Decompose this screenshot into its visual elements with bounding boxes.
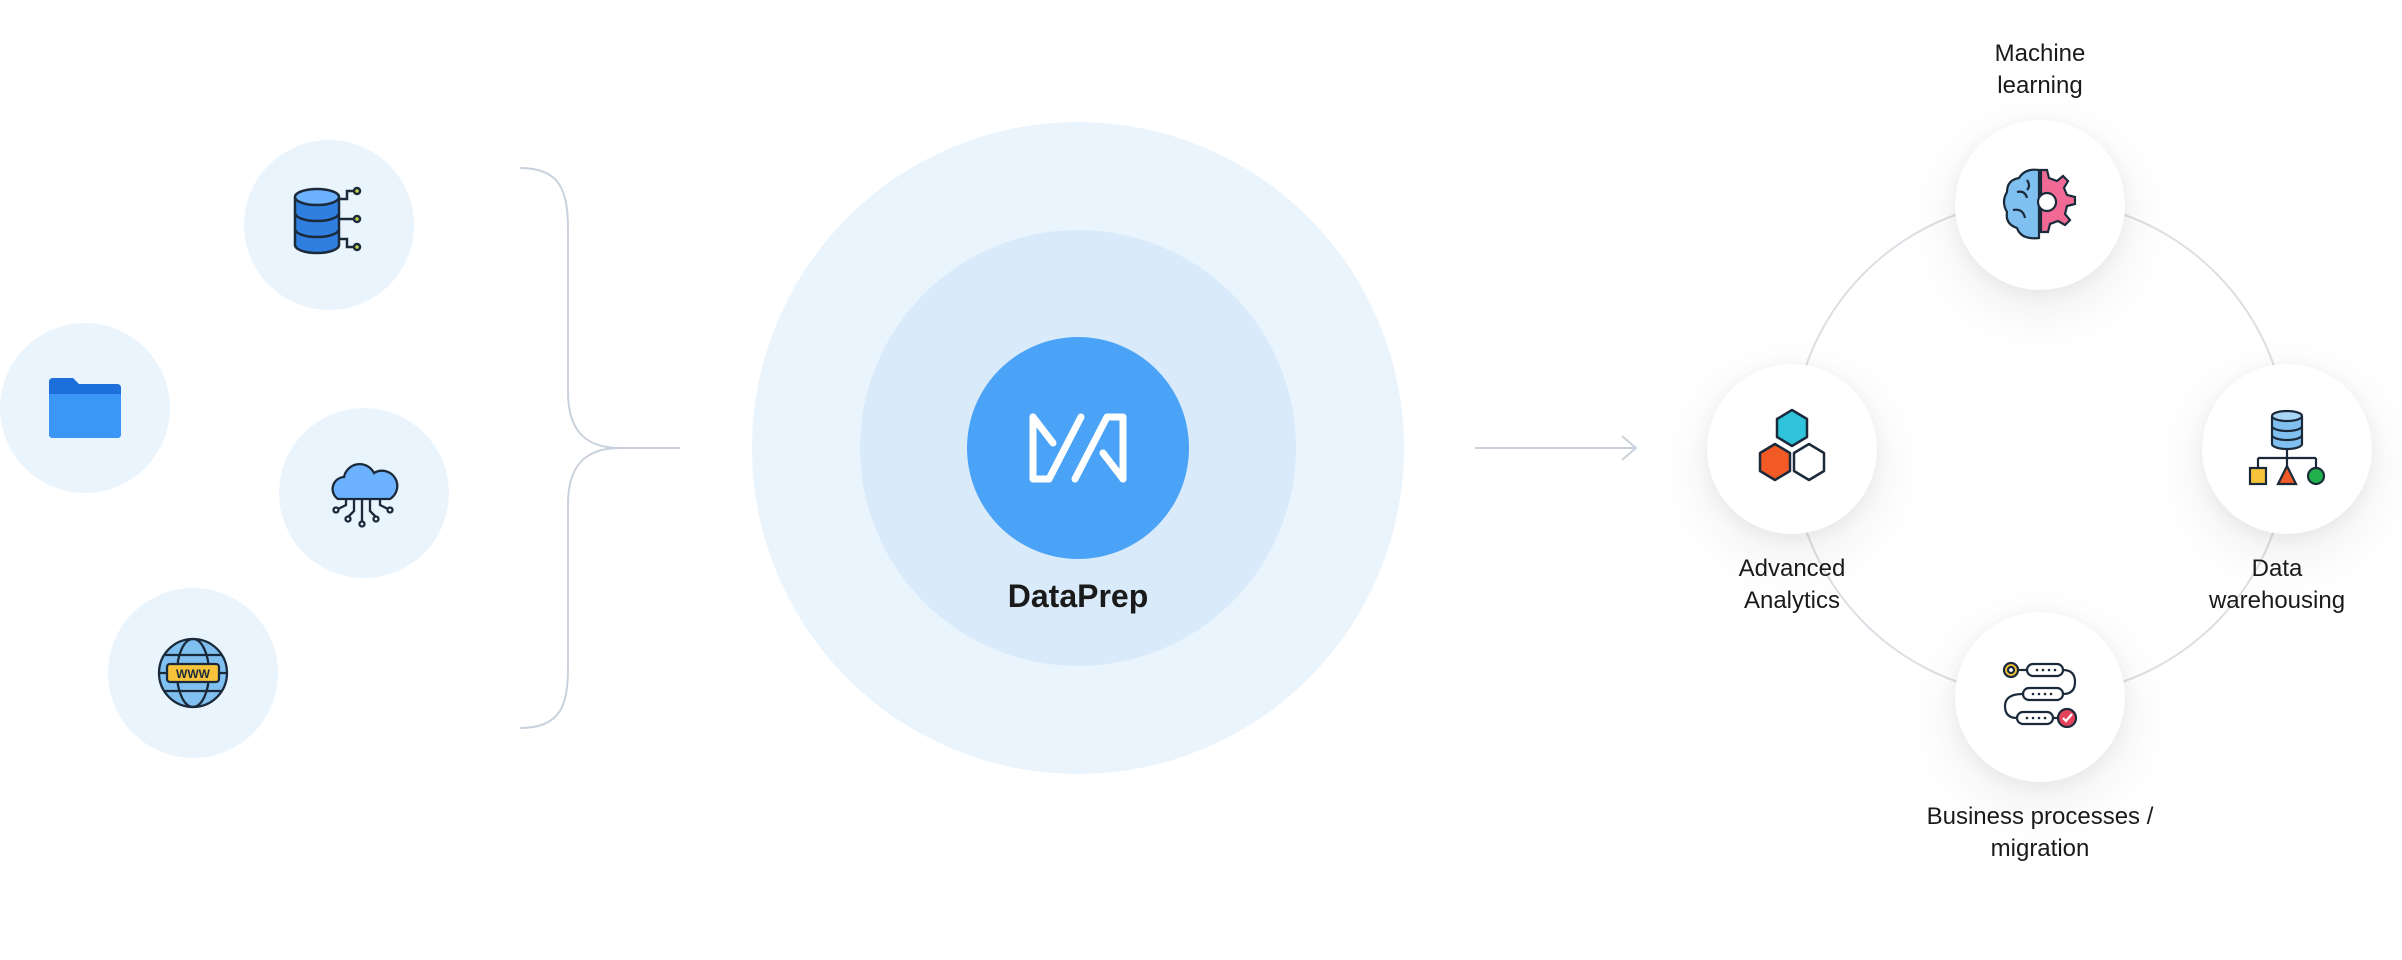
source-cloud <box>279 408 449 578</box>
workflow-icon <box>2002 661 2078 729</box>
machine-learning-label-line1: Machine <box>1994 40 2086 67</box>
hub-core <box>967 337 1189 559</box>
data-warehousing-label-line1: Data <box>2251 555 2303 582</box>
advanced-analytics-label-line2: Analytics <box>1743 587 1841 614</box>
output-advanced-analytics <box>1707 364 1877 534</box>
business-processes-label-line2: migration <box>1990 835 2090 862</box>
source-database <box>244 140 414 310</box>
dataprep-logo-icon <box>1029 413 1127 483</box>
hexagons-icon <box>1758 408 1826 482</box>
source-bracket <box>519 167 680 729</box>
source-web: WWW <box>108 588 278 758</box>
output-machine-learning <box>1955 120 2125 290</box>
data-warehousing-label: Data warehousing <box>2177 553 2377 617</box>
output-business-processes <box>1955 612 2125 782</box>
source-folder <box>0 323 170 493</box>
www-text: WWW <box>176 667 211 681</box>
globe-www-icon: WWW <box>157 637 229 709</box>
hub-title: DataPrep <box>1007 578 1149 614</box>
machine-learning-label: Machine learning <box>1940 38 2140 102</box>
advanced-analytics-label-line1: Advanced <box>1738 555 1846 582</box>
folder-icon <box>49 378 121 438</box>
data-warehousing-label-line2: warehousing <box>2208 587 2346 614</box>
machine-learning-label-line2: learning <box>1997 72 2083 99</box>
business-processes-label-line1: Business processes / <box>1926 803 2154 830</box>
database-tree-icon <box>2248 409 2326 486</box>
output-arrow-head <box>1621 435 1638 461</box>
cloud-icon <box>331 463 399 528</box>
advanced-analytics-label: Advanced Analytics <box>1692 553 1892 617</box>
database-icon <box>293 186 362 255</box>
business-processes-label: Business processes / migration <box>1890 801 2190 865</box>
brain-gear-icon <box>2002 168 2077 240</box>
output-data-warehousing <box>2202 364 2372 534</box>
